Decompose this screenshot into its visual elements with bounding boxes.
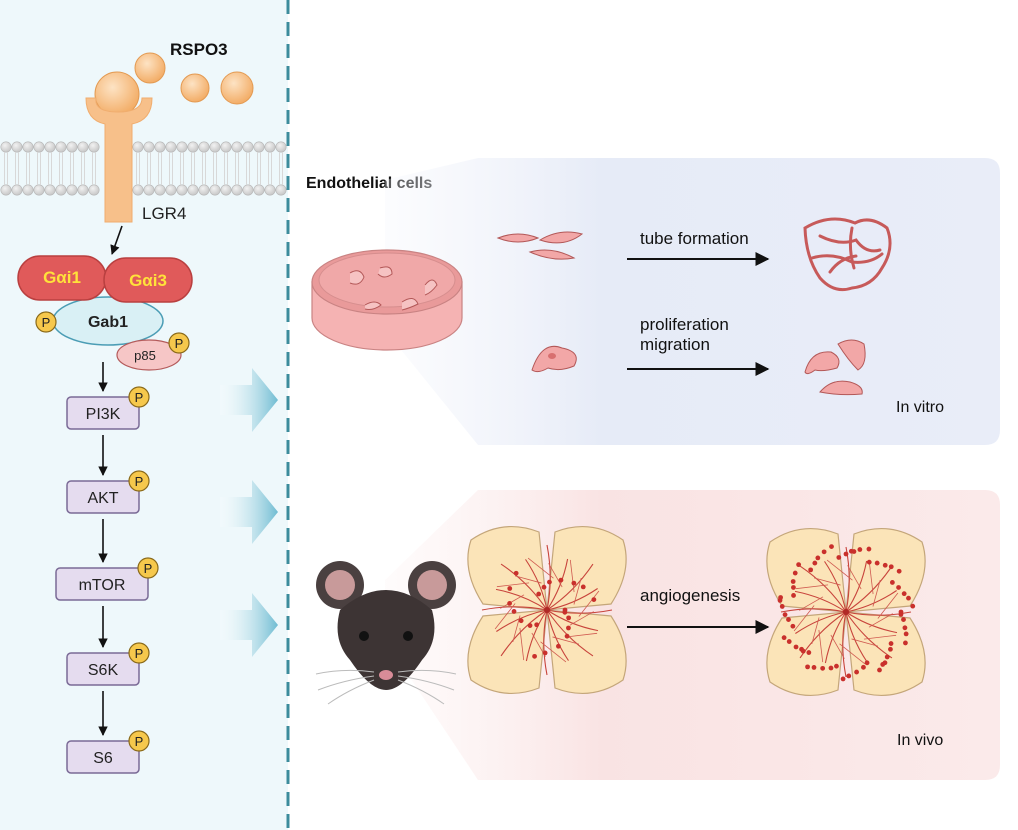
phospho-label: P bbox=[135, 646, 144, 661]
phospho-s6k-icon: P bbox=[128, 642, 150, 664]
kinase-label: PI3K bbox=[86, 406, 121, 423]
galpha-i1-label: Gαi1 bbox=[43, 268, 81, 287]
kinase-akt-node: AKT P bbox=[66, 470, 150, 514]
single-endothelial-cell bbox=[531, 345, 577, 373]
phospho-p85-icon: P bbox=[168, 332, 190, 354]
phospho-label: P bbox=[144, 561, 153, 576]
tube-network bbox=[803, 217, 892, 292]
phospho-label: P bbox=[135, 390, 144, 405]
phospho-label: P bbox=[42, 315, 51, 330]
kinase-label: S6 bbox=[93, 750, 113, 767]
proliferation-label: proliferation bbox=[640, 315, 729, 334]
kinase-mtor-node: mTOR P bbox=[55, 557, 159, 601]
rspo3-label: RSPO3 bbox=[170, 40, 228, 59]
proliferated-cells bbox=[804, 339, 866, 396]
kinase-label: S6K bbox=[88, 662, 119, 679]
mouse-illustration bbox=[315, 561, 457, 705]
phospho-pi3k-icon: P bbox=[128, 386, 150, 408]
p85-node bbox=[116, 339, 182, 371]
lgr4-receptor bbox=[85, 97, 153, 223]
in-vitro-region bbox=[385, 158, 1000, 445]
phospho-label: P bbox=[135, 474, 144, 489]
big-arrows bbox=[220, 368, 278, 657]
tube-formation-label: tube formation bbox=[640, 229, 749, 248]
galpha-i3-node bbox=[103, 257, 193, 303]
phospho-label: P bbox=[135, 734, 144, 749]
phospho-label: P bbox=[175, 336, 184, 351]
gab1-label: Gab1 bbox=[88, 314, 128, 331]
phospho-mtor-icon: P bbox=[137, 557, 159, 579]
kinase-label: AKT bbox=[87, 490, 118, 507]
kinase-s6k-node: S6K P bbox=[66, 642, 150, 686]
phospho-s6-icon: P bbox=[128, 730, 150, 752]
lgr4-arrow bbox=[110, 225, 123, 255]
kinase-s6-node: S6 P bbox=[66, 730, 150, 774]
retina-flatmount-rspo3 bbox=[766, 528, 926, 696]
retina-flatmount-control bbox=[467, 526, 627, 694]
galpha-i3-label: Gαi3 bbox=[129, 271, 167, 290]
p85-label: p85 bbox=[134, 348, 156, 363]
cell-membrane bbox=[0, 141, 287, 196]
kinase-pi3k-node: PI3K P bbox=[66, 386, 150, 430]
rspo3-ligand bbox=[94, 52, 254, 117]
angiogenesis-label: angiogenesis bbox=[640, 586, 740, 605]
phospho-akt-icon: P bbox=[128, 470, 150, 492]
in-vitro-label: In vitro bbox=[896, 399, 944, 416]
petri-dish bbox=[311, 249, 463, 351]
lgr4-label: LGR4 bbox=[142, 204, 186, 223]
phospho-gab1-icon: P bbox=[35, 311, 57, 333]
migration-label: migration bbox=[640, 335, 710, 354]
in-vivo-label: In vivo bbox=[897, 732, 943, 749]
kinase-label: mTOR bbox=[79, 577, 126, 594]
elongated-endothelial-cells bbox=[496, 231, 584, 260]
cell-nucleus bbox=[548, 353, 556, 359]
